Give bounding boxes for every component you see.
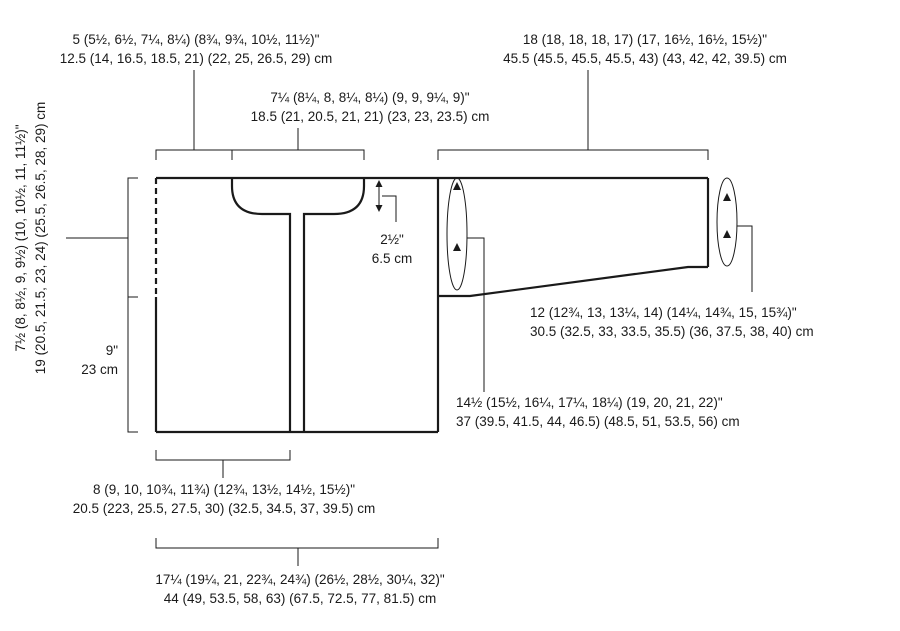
front-width-label-cm: 20.5 (223, 25.5, 27.5, 30) (32.5, 34.5, … — [73, 501, 375, 516]
sleeve-length-label-in: 18 (18, 18, 18, 17) (17, 16½, 16½, 15½)" — [523, 32, 767, 47]
neck-depth-label-cm: 6.5 cm — [372, 251, 413, 266]
cuff-dimension — [716, 177, 753, 292]
circular-arrow-icon — [723, 193, 731, 201]
neck-width-dimension — [231, 128, 365, 160]
shoulder-dimension — [155, 70, 233, 160]
circular-arrow-icon — [453, 243, 461, 251]
neck-depth-dimension — [375, 180, 397, 222]
shoulder-label-cm: 12.5 (14, 16.5, 18.5, 21) (22, 25, 26.5,… — [60, 51, 332, 66]
front-width-label-in: 8 (9, 10, 10¾, 11¾) (12¾, 13½, 14½, 15½)… — [93, 482, 355, 497]
neck-width-label-cm: 18.5 (21, 20.5, 21, 21) (23, 23, 23.5) c… — [251, 109, 490, 124]
sleeve-length-dimension — [437, 70, 709, 160]
circular-arrow-icon — [453, 182, 461, 190]
neckline-right — [302, 178, 366, 432]
neck-width-label-in: 7¼ (8¼, 8, 8¼, 8¼) (9, 9, 9¼, 9)" — [270, 90, 469, 105]
upper-arm-label-in: 14½ (15½, 16¼, 17¼, 18¼) (19, 20, 21, 22… — [456, 395, 723, 410]
front-width-dimension — [155, 450, 291, 478]
sleeve-underarm-edge — [438, 265, 708, 298]
upper-arm-dimension — [446, 177, 485, 392]
body-length-dimension — [127, 296, 138, 433]
back-width-label-in: 17¼ (19¼, 21, 22¾, 24¾) (26½, 28½, 30¼, … — [155, 572, 444, 587]
upper-arm-label-cm: 37 (39.5, 41.5, 44, 46.5) (48.5, 51, 53.… — [456, 414, 740, 429]
neckline-left — [230, 178, 292, 432]
cuff-label-in: 12 (12¾, 13, 13¼, 14) (14¼, 14¾, 15, 15¾… — [530, 305, 797, 320]
back-width-dimension — [155, 538, 439, 566]
back-width-label-cm: 44 (49, 53.5, 58, 63) (67.5, 72.5, 77, 8… — [164, 591, 436, 606]
circular-arrow-icon — [723, 230, 731, 238]
sleeve-length-label-cm: 45.5 (45.5, 45.5, 45.5, 43) (43, 42, 42,… — [503, 51, 787, 66]
body-length-label-in: 9" — [106, 343, 119, 358]
shoulder-label-in: 5 (5½, 6½, 7¼, 8¼) (8¾, 9¾, 10½, 11½)" — [73, 32, 320, 47]
arrow-down-icon — [375, 205, 383, 212]
body-piece — [154, 176, 440, 434]
cuff-label-cm: 30.5 (32.5, 33, 33.5, 35.5) (36, 37.5, 3… — [530, 324, 814, 339]
body-length-label-cm: 23 cm — [81, 362, 118, 377]
sleeve-piece — [438, 176, 710, 298]
armhole-label-cm: 19 (20.5, 21.5, 23, 24) (25.5, 26.5, 28,… — [33, 102, 48, 374]
armhole-label-in: 7½ (8, 8½, 9, 9½) (10, 10½, 11, 11½)" — [13, 124, 28, 351]
armhole-dimension — [66, 177, 138, 298]
neck-depth-label-in: 2½" — [380, 232, 404, 247]
arrow-up-icon — [375, 180, 383, 187]
